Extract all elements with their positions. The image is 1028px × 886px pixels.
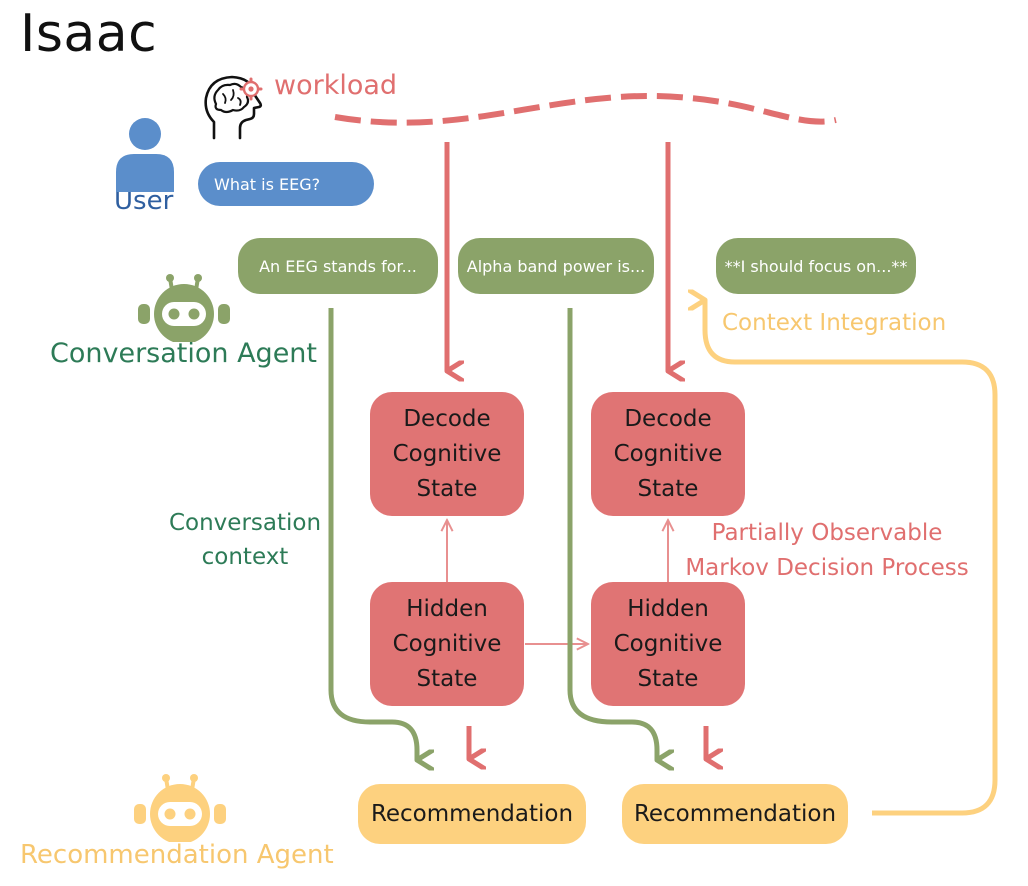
agent-reply-bubble-1: An EEG stands for...: [238, 238, 438, 294]
context-integration-arrow: [705, 300, 998, 816]
box-line: Cognitive: [613, 440, 723, 467]
box-line: Decode: [624, 405, 712, 432]
workload-wave: [334, 92, 837, 126]
box-line: State: [637, 475, 699, 502]
workload-label: workload: [274, 70, 398, 101]
box-line: Hidden: [627, 595, 709, 622]
hidden-cognitive-state-box-2: Hidden Cognitive State: [591, 582, 745, 706]
person-icon: [116, 118, 174, 192]
conversation-context-line-1: Conversation: [168, 510, 322, 536]
agent-reply-text-1: An EEG stands for...: [259, 256, 417, 276]
box-line: State: [637, 665, 699, 692]
box-line: State: [416, 665, 478, 692]
conversation-context-line-2: context: [201, 544, 289, 570]
agent-reply-text-2: Alpha band power is...: [466, 256, 646, 276]
agent-thought-bubble: **I should focus on...**: [716, 238, 916, 294]
conversation-agent-label: Conversation Agent: [50, 338, 318, 369]
brain-head-icon: [204, 75, 263, 140]
box-line: Cognitive: [392, 630, 502, 657]
user-question-text: What is EEG?: [214, 174, 321, 194]
agent-thought-text: **I should focus on...**: [724, 256, 908, 276]
recommendation-text-1: Recommendation: [370, 801, 574, 827]
decode-cognitive-state-box-1: Decode Cognitive State: [370, 392, 524, 516]
conversation-context-label: Conversation context: [140, 506, 350, 574]
recommendation-agent-label: Recommendation Agent: [20, 840, 334, 870]
hidden-cognitive-state-box-1: Hidden Cognitive State: [370, 582, 524, 706]
robot-icon: [138, 274, 230, 342]
box-line: Hidden: [406, 595, 488, 622]
recommendation-text-2: Recommendation: [633, 801, 837, 827]
agent-reply-bubble-2: Alpha band power is...: [458, 238, 654, 294]
recommendation-box-2: Recommendation: [622, 784, 848, 844]
context-integration-label: Context Integration: [722, 310, 947, 336]
conversation-context-arrow-2: [567, 308, 657, 760]
box-line: Cognitive: [613, 630, 723, 657]
user-question-bubble: What is EEG?: [198, 162, 374, 206]
recommendation-box-1: Recommendation: [358, 784, 586, 844]
box-line: State: [416, 475, 478, 502]
box-line: Cognitive: [392, 440, 502, 467]
pomdp-label: Partially Observable Markov Decision Pro…: [672, 516, 982, 586]
pomdp-line-2: Markov Decision Process: [685, 555, 969, 581]
decode-cognitive-state-box-2: Decode Cognitive State: [591, 392, 745, 516]
pomdp-line-1: Partially Observable: [711, 520, 943, 546]
box-line: Decode: [403, 405, 491, 432]
conversation-context-arrow-1: [328, 308, 417, 760]
robot-icon: [134, 774, 226, 842]
page-title: Isaac: [20, 4, 158, 64]
